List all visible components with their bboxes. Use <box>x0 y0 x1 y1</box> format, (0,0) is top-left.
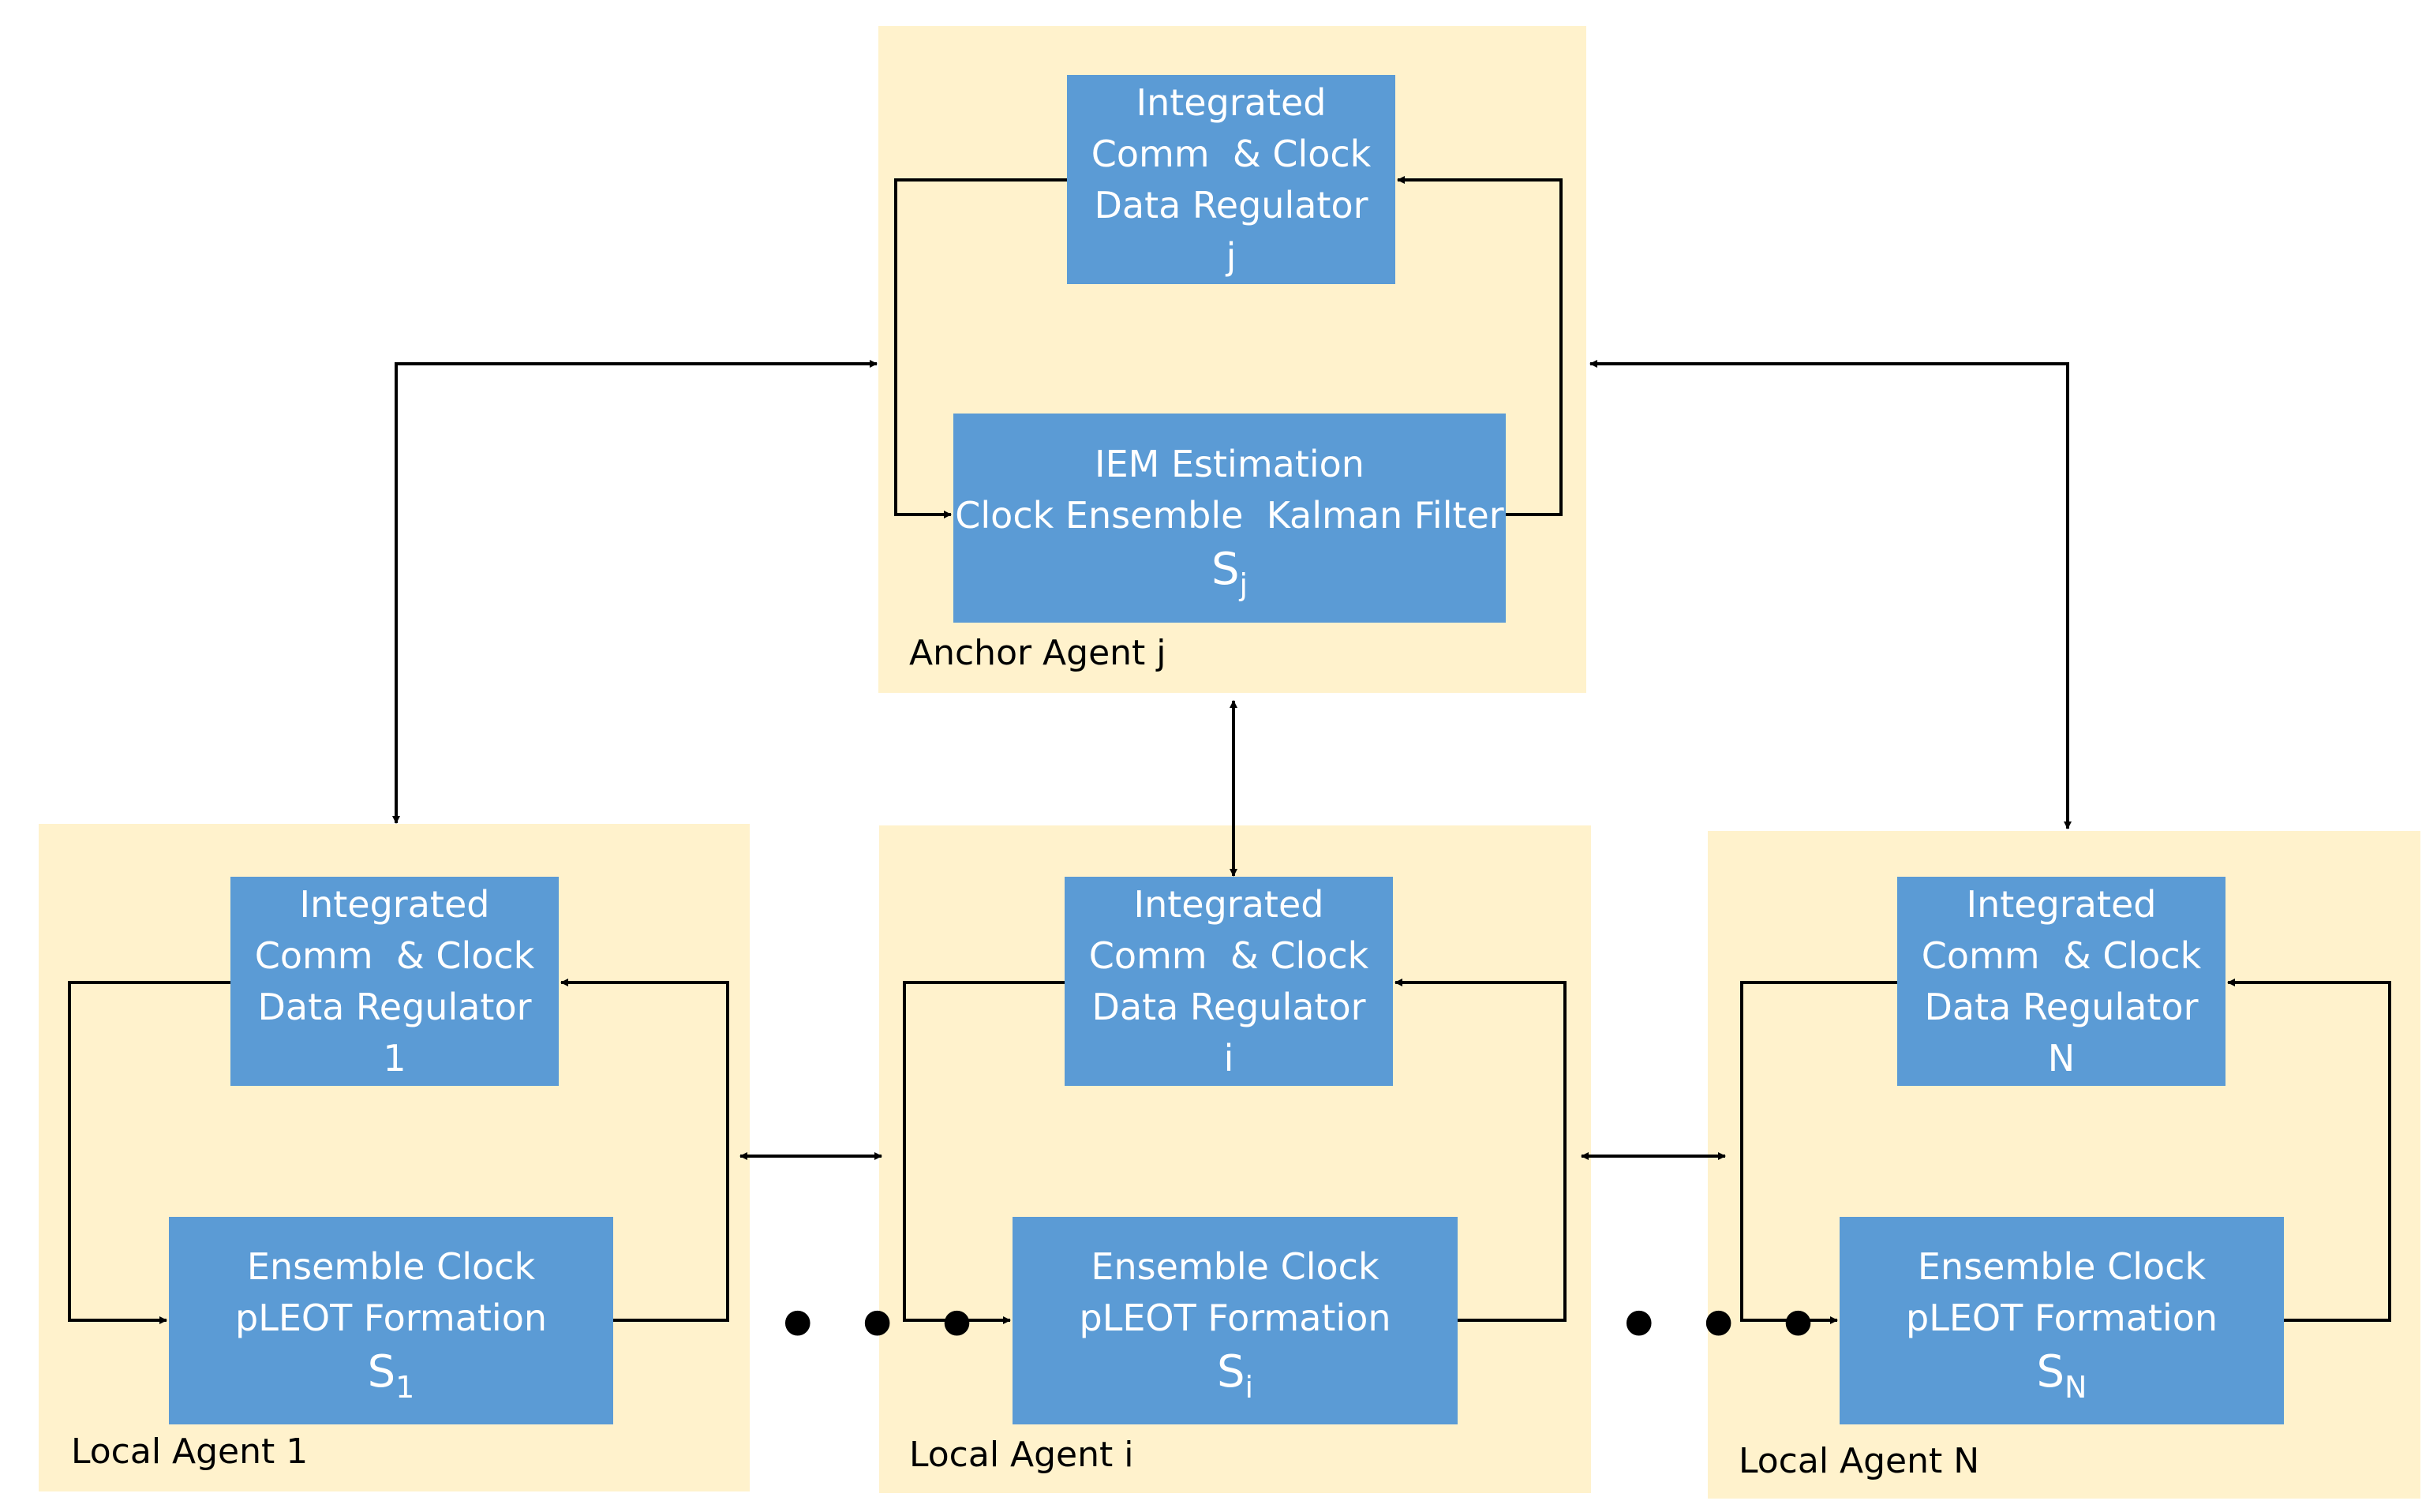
regulator-line-4: j <box>1226 234 1237 278</box>
local-i-data-regulator-box: Integrated Comm & Clock Data Regulator i <box>1065 877 1393 1086</box>
ellipsis-right: • • • <box>1616 1284 1826 1367</box>
filter-line-1: IEM Estimation <box>1095 442 1364 485</box>
state-symbol-letter: S <box>367 1345 396 1398</box>
state-symbol-letter: S <box>1211 543 1240 595</box>
state-symbol: Sj <box>1211 541 1248 600</box>
regulator-line-2: Comm & Clock <box>1088 934 1369 977</box>
state-symbol: SN <box>2036 1344 2087 1402</box>
anchor-agent-label: Anchor Agent j <box>909 633 1166 673</box>
state-symbol: Si <box>1216 1344 1253 1402</box>
state-symbol-subscript: 1 <box>395 1369 415 1405</box>
local-1-formation-box: Ensemble Clock pLEOT Formation S1 <box>169 1217 613 1424</box>
regulator-line-3: Data Regulator <box>1091 985 1366 1028</box>
state-symbol-subscript: i <box>1245 1369 1254 1405</box>
anchor-kalman-filter-box: IEM Estimation Clock Ensemble Kalman Fil… <box>953 414 1506 623</box>
local-1-data-regulator-box: Integrated Comm & Clock Data Regulator 1 <box>230 877 559 1086</box>
local-agent-n-label: Local Agent N <box>1739 1441 1980 1481</box>
formation-line-2: pLEOT Formation <box>1906 1296 2218 1339</box>
state-symbol-letter: S <box>2036 1345 2065 1398</box>
regulator-line-2: Comm & Clock <box>1921 934 2202 977</box>
local-n-regulator-to-formation-line <box>1740 981 1897 1324</box>
regulator-line-1: Integrated <box>299 882 490 926</box>
regulator-line-3: Data Regulator <box>1094 183 1368 226</box>
state-symbol-subscript: N <box>2065 1369 2087 1405</box>
anchor-filter-to-regulator-line <box>1397 176 1563 516</box>
regulator-line-1: Integrated <box>1133 882 1324 926</box>
state-symbol-subscript: j <box>1239 567 1248 602</box>
regulator-line-4: N <box>2047 1036 2076 1080</box>
state-symbol: S1 <box>367 1344 415 1402</box>
formation-line-1: Ensemble Clock <box>1917 1244 2207 1288</box>
local-1-formation-to-regulator-line <box>560 979 729 1322</box>
local-i-regulator-to-formation-line <box>903 981 1065 1324</box>
local-agent-i-label: Local Agent i <box>909 1435 1134 1475</box>
local-n-data-regulator-box: Integrated Comm & Clock Data Regulator N <box>1897 877 2225 1086</box>
filter-line-2: Clock Ensemble Kalman Filter <box>955 493 1504 537</box>
anchor-local-n-link <box>1589 360 2072 829</box>
ellipsis-left: • • • <box>775 1284 985 1367</box>
regulator-line-2: Comm & Clock <box>1091 132 1372 175</box>
formation-line-1: Ensemble Clock <box>1091 1244 1379 1288</box>
local-1-regulator-to-formation-line <box>68 981 230 1324</box>
formation-line-1: Ensemble Clock <box>246 1244 536 1288</box>
local-i-formation-box: Ensemble Clock pLEOT Formation Si <box>1013 1217 1458 1424</box>
anchor-local-1-link <box>392 360 878 824</box>
local-i-formation-to-regulator-line <box>1394 979 1567 1322</box>
regulator-line-1: Integrated <box>1136 80 1327 124</box>
regulator-line-2: Comm & Clock <box>254 934 535 977</box>
local-n-formation-to-regulator-line <box>2227 979 2391 1322</box>
state-symbol-letter: S <box>1216 1345 1245 1398</box>
regulator-line-3: Data Regulator <box>1924 985 2199 1028</box>
formation-line-2: pLEOT Formation <box>1079 1296 1391 1339</box>
local-n-formation-box: Ensemble Clock pLEOT Formation SN <box>1840 1217 2284 1424</box>
regulator-line-4: 1 <box>383 1036 406 1080</box>
formation-line-2: pLEOT Formation <box>235 1296 547 1339</box>
regulator-line-1: Integrated <box>1966 882 2157 926</box>
regulator-line-3: Data Regulator <box>257 985 532 1028</box>
anchor-regulator-to-filter-line <box>894 178 1067 518</box>
anchor-data-regulator-box: Integrated Comm & Clock Data Regulator j <box>1067 75 1395 284</box>
local-agent-1-label: Local Agent 1 <box>71 1432 309 1472</box>
regulator-line-4: i <box>1223 1036 1234 1080</box>
